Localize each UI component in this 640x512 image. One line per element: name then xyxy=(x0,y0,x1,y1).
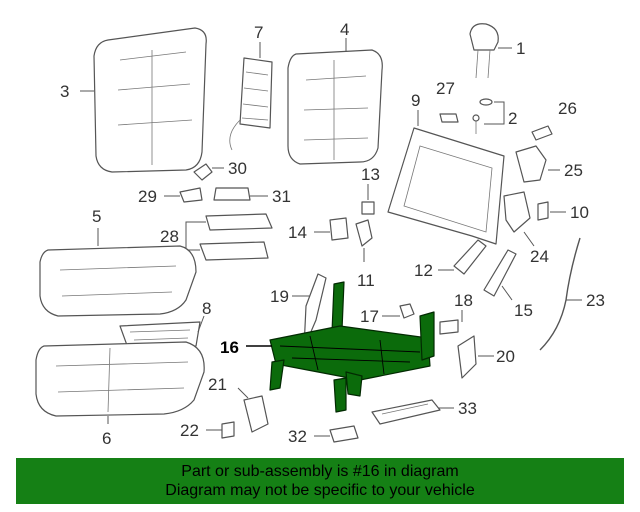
callout-13[interactable]: 13 xyxy=(361,165,380,184)
callout-18[interactable]: 18 xyxy=(454,291,473,310)
part-22[interactable] xyxy=(221,421,235,439)
callout-32[interactable]: 32 xyxy=(288,427,307,446)
callout-30[interactable]: 30 xyxy=(228,159,247,178)
callout-8[interactable]: 8 xyxy=(202,299,211,318)
callout-21[interactable]: 21 xyxy=(208,375,227,394)
part-24[interactable] xyxy=(503,191,531,233)
part-14[interactable] xyxy=(329,217,349,241)
part-16-seat-frame-highlighted[interactable] xyxy=(269,281,435,413)
callout-33[interactable]: 33 xyxy=(458,399,477,418)
callout-6[interactable]: 6 xyxy=(102,429,111,448)
part-3-seat-back-cushion[interactable] xyxy=(93,27,207,173)
part-11[interactable] xyxy=(355,219,373,247)
part-8-cushion-frame[interactable] xyxy=(119,321,201,349)
callout-15[interactable]: 15 xyxy=(514,301,533,320)
part-21[interactable] xyxy=(243,395,269,433)
part-2[interactable] xyxy=(472,98,493,134)
part-12[interactable] xyxy=(453,239,487,275)
part-4-seat-back-cover[interactable] xyxy=(287,49,383,165)
banner-line-1: Part or sub-assembly is #16 in diagram xyxy=(181,463,459,480)
callout-23[interactable]: 23 xyxy=(586,291,605,310)
part-7-seat-back-pad[interactable] xyxy=(229,57,273,151)
part-1-headrest[interactable] xyxy=(469,23,499,79)
callout-7[interactable]: 7 xyxy=(254,23,263,42)
part-20[interactable] xyxy=(457,335,477,379)
part-15[interactable] xyxy=(483,249,517,297)
part-31[interactable] xyxy=(213,187,251,201)
callout-31[interactable]: 31 xyxy=(272,187,291,206)
callout-19[interactable]: 19 xyxy=(270,287,289,306)
callout-10[interactable]: 10 xyxy=(570,203,589,222)
callout-3[interactable]: 3 xyxy=(60,82,69,101)
part-17[interactable] xyxy=(399,303,415,319)
part-29[interactable] xyxy=(179,187,203,203)
callout-24[interactable]: 24 xyxy=(530,247,549,266)
callout-22[interactable]: 22 xyxy=(180,421,199,440)
callout-4[interactable]: 4 xyxy=(340,20,349,39)
info-banner: Part or sub-assembly is #16 in diagram D… xyxy=(16,458,624,504)
callout-25[interactable]: 25 xyxy=(564,161,583,180)
callout-14[interactable]: 14 xyxy=(288,223,307,242)
part-26[interactable] xyxy=(531,125,553,141)
part-33[interactable] xyxy=(371,399,441,425)
banner-line-2: Diagram may not be specific to your vehi… xyxy=(165,482,475,499)
callout-11[interactable]: 11 xyxy=(357,271,375,290)
callout-1[interactable]: 1 xyxy=(516,39,525,58)
part-25[interactable] xyxy=(515,145,547,183)
callout-5[interactable]: 5 xyxy=(92,207,101,226)
part-5-seat-cushion[interactable] xyxy=(39,245,197,317)
callout-29[interactable]: 29 xyxy=(138,187,157,206)
callout-2[interactable]: 2 xyxy=(508,109,517,128)
callout-27[interactable]: 27 xyxy=(436,79,455,98)
part-30[interactable] xyxy=(193,163,213,181)
part-13[interactable] xyxy=(361,201,375,215)
part-27[interactable] xyxy=(439,113,459,123)
part-10[interactable] xyxy=(537,201,549,221)
parts-diagram: 3 7 4 1 27 2 26 9 xyxy=(35,20,605,448)
callout-20[interactable]: 20 xyxy=(496,347,515,366)
part-32[interactable] xyxy=(329,425,359,443)
callout-26[interactable]: 26 xyxy=(558,99,577,118)
part-18[interactable] xyxy=(439,319,459,335)
part-9-seat-back-frame[interactable] xyxy=(387,127,505,245)
part-28[interactable] xyxy=(199,213,273,261)
part-6-cushion-cover[interactable] xyxy=(35,341,205,417)
callout-17[interactable]: 17 xyxy=(360,307,379,326)
callout-9[interactable]: 9 xyxy=(411,91,420,110)
callout-12[interactable]: 12 xyxy=(414,261,433,280)
callout-16[interactable]: 16 xyxy=(220,338,239,357)
callout-28[interactable]: 28 xyxy=(160,227,179,246)
